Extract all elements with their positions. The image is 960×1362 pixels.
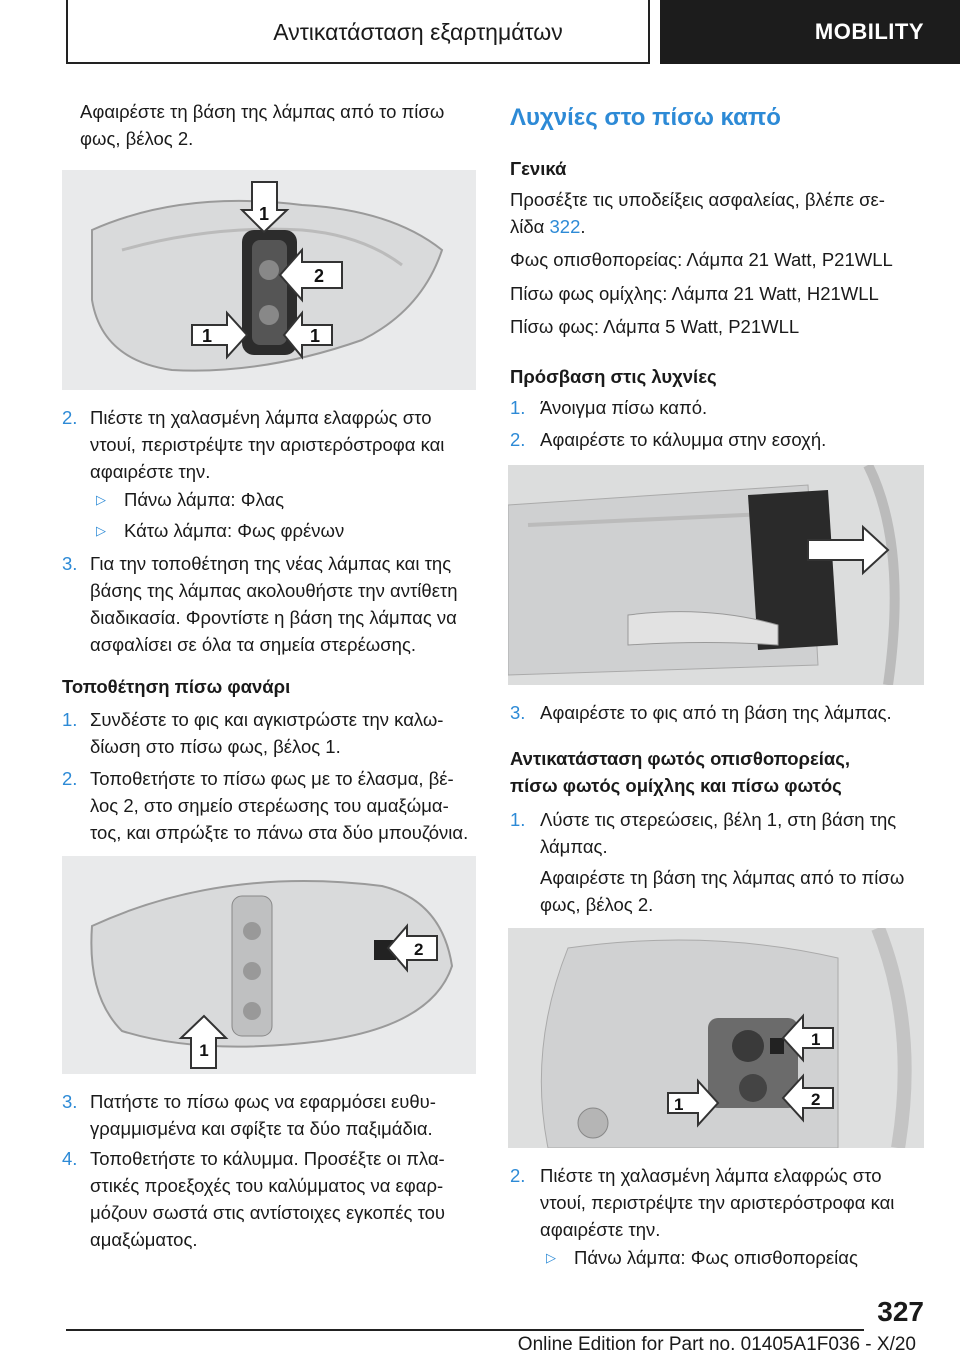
step-number: 2. bbox=[62, 768, 78, 789]
fig1-label-1-right: 1 bbox=[310, 326, 320, 346]
step-number: 1. bbox=[62, 709, 78, 730]
step-text-line: Τοποθετήστε το πίσω φως με το έλασμα, βέ… bbox=[90, 768, 454, 789]
step-text: Άνοιγμα πίσω καπό. bbox=[540, 397, 708, 418]
sub-item: Κάτω λάμπα: Φως φρένων bbox=[124, 520, 345, 541]
intro-line-1: Αφαιρέστε τη βάση της λάμπας από το πίσω bbox=[80, 101, 445, 122]
step-text-line: ασφαλίσει σε όλα τα σημεία στερέωσης. bbox=[90, 634, 417, 655]
footer-divider bbox=[66, 1329, 864, 1331]
header-title: Αντικατάσταση εξαρτημάτων bbox=[273, 18, 563, 45]
section-heading: Τοποθέτηση πίσω φανάρι bbox=[62, 676, 291, 697]
safety-note-line-2: λίδα 322. bbox=[510, 213, 586, 240]
step-number: 2. bbox=[510, 429, 526, 450]
subheading-general: Γενικά bbox=[510, 158, 567, 179]
step-number: 2. bbox=[62, 407, 78, 428]
step-number: 3. bbox=[62, 553, 78, 574]
step-number: 4. bbox=[62, 1148, 78, 1169]
figure-lamp-holder-removal: 1 2 1 1 bbox=[62, 170, 476, 390]
section-title: Λυχνίες στο πίσω καπό bbox=[510, 104, 781, 131]
step-number: 3. bbox=[62, 1091, 78, 1112]
step-text-line: Πιέστε τη χαλασμένη λάμπα ελαφρώς στο bbox=[90, 407, 432, 428]
fig4-label-2: 2 bbox=[811, 1090, 820, 1109]
fig2-label-1: 1 bbox=[199, 1041, 208, 1060]
step-text-line: Συνδέστε το φις και αγκιστρώστε την καλω… bbox=[90, 709, 444, 730]
fig1-label-1-left: 1 bbox=[202, 326, 212, 346]
fig2-label-2: 2 bbox=[414, 940, 423, 959]
step-text-line: τος, και σπρώξτε το πάνω στα δύο μπουζόν… bbox=[90, 822, 469, 843]
step-text-line: γραμμισμένα και σφίξτε τα δύο παξιμάδια. bbox=[90, 1118, 433, 1139]
fig1-label-2: 2 bbox=[314, 266, 324, 286]
step-number: 1. bbox=[510, 397, 526, 418]
lamp-spec: Πίσω φως: Λάμπα 5 Watt, P21WLL bbox=[510, 316, 800, 337]
edition-note: Online Edition for Part no. 01405A1F036 … bbox=[517, 1334, 916, 1355]
fig1-label-1-top: 1 bbox=[259, 204, 269, 224]
page-reference-link[interactable]: 322 bbox=[549, 216, 581, 237]
safety-note-text: λίδα bbox=[510, 216, 550, 237]
step-text-line: Λύστε τις στερεώσεις, βέλη 1, στη βάση τ… bbox=[540, 809, 897, 830]
figure-cover-removal bbox=[508, 465, 924, 685]
sub-item: Πάνω λάμπα: Φλας bbox=[124, 489, 285, 510]
step-text-line: Για την τοποθέτηση της νέας λάμπας και τ… bbox=[90, 553, 452, 574]
lamp-spec: Φως οπισθοπορείας: Λάμπα 21 Watt, P21WLL bbox=[510, 249, 893, 270]
step-text-line: αφαιρέστε την. bbox=[90, 461, 211, 482]
sub-item: Πάνω λάμπα: Φως οπισθοπορείας bbox=[574, 1247, 858, 1268]
step-text-line: λάμπας. bbox=[540, 836, 608, 857]
bullet-triangle-icon: ▷ bbox=[546, 1250, 556, 1265]
header-frame bbox=[66, 0, 650, 64]
step-text-line: ντουί, περιστρέψτε την αριστερόστροφα κα… bbox=[540, 1192, 895, 1213]
step-text-line: αφαιρέστε την. bbox=[540, 1219, 661, 1240]
step-number: 2. bbox=[510, 1165, 526, 1186]
step-number: 3. bbox=[510, 702, 526, 723]
step-text-line: διαδικασία. Φροντίστε η βάση της λάμπας … bbox=[90, 607, 457, 628]
bullet-triangle-icon: ▷ bbox=[96, 492, 106, 507]
safety-note-line-1: Προσέξτε τις υποδείξεις ασφαλείας, βλέπε… bbox=[510, 189, 885, 210]
step-text-line: ντουί, περιστρέψτε την αριστερόστροφα κα… bbox=[90, 434, 445, 455]
step-text: Αφαιρέστε το κάλυμμα στην εσοχή. bbox=[540, 429, 827, 450]
intro-line-2: φως, βέλος 2. bbox=[80, 128, 194, 149]
step-text-line: βάσης της λάμπας ακολουθήστε την αντίθετ… bbox=[90, 580, 458, 601]
step-text-line: αμαξώματος. bbox=[90, 1229, 198, 1250]
fig4-label-1-left: 1 bbox=[674, 1095, 683, 1114]
step-text-line: στικές προεξοχές του καλύμματος να εφαρ‐ bbox=[90, 1175, 444, 1196]
fig4-label-1-top: 1 bbox=[811, 1030, 820, 1049]
page-number: 327 bbox=[877, 1296, 924, 1327]
subheading-replace-line-1: Αντικατάσταση φωτός οπισθοπορείας, bbox=[510, 748, 851, 769]
step-text-line: μόζουν σωστά στις αντίστοιχες εγκοπές το… bbox=[90, 1202, 446, 1223]
step-text-line: Τοποθετήστε το κάλυμμα. Προσέξτε οι πλα‐ bbox=[90, 1148, 445, 1169]
bullet-triangle-icon: ▷ bbox=[96, 523, 106, 538]
safety-note-period: . bbox=[580, 216, 586, 237]
step-text: Αφαιρέστε το φις από τη βάση της λάμπας. bbox=[540, 702, 892, 723]
subheading-access: Πρόσβαση στις λυχνίες bbox=[510, 366, 717, 387]
figure-tail-light-install: 2 1 bbox=[62, 856, 476, 1074]
step-text-line: φως, βέλος 2. bbox=[540, 894, 654, 915]
step-number: 1. bbox=[510, 809, 526, 830]
step-text-line: Αφαιρέστε τη βάση της λάμπας από το πίσω bbox=[540, 867, 905, 888]
step-text-line: Πιέστε τη χαλασμένη λάμπα ελαφρώς στο bbox=[540, 1165, 882, 1186]
subheading-replace-line-2: πίσω φωτός ομίχλης και πίσω φωτός bbox=[510, 775, 842, 796]
step-text-line: δίωση στο πίσω φως, βέλος 1. bbox=[90, 736, 341, 757]
header-section-badge: MOBILITY bbox=[660, 0, 960, 64]
step-text-line: Πατήστε το πίσω φως να εφαρμόσει ευθυ‐ bbox=[90, 1091, 436, 1112]
figure-lamp-holder-fastenings: 1 1 2 bbox=[508, 928, 924, 1148]
step-text-line: λος 2, στο σημείο στερέωσης του αμαξώμα‐ bbox=[90, 795, 449, 816]
lamp-spec: Πίσω φως ομίχλης: Λάμπα 21 Watt, H21WLL bbox=[510, 283, 879, 304]
